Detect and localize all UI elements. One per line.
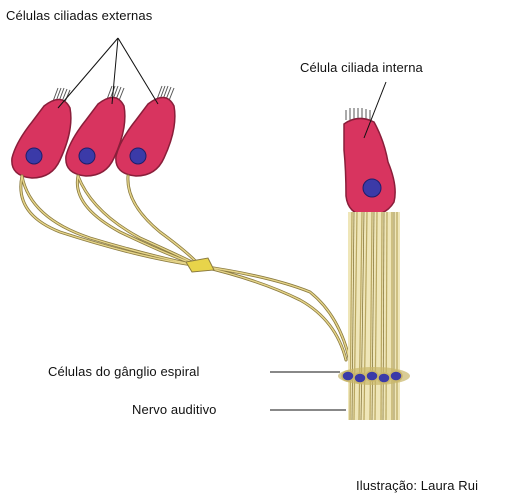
- outer-hair-cells: [12, 86, 175, 178]
- ganglion-cell: [366, 371, 378, 381]
- ganglion-cell: [390, 371, 402, 381]
- spiral-ganglion: [338, 367, 410, 385]
- outer-cell-fibers-fill: [21, 176, 350, 362]
- inner-nucleus: [363, 179, 381, 197]
- outer-hair-cell-3: [116, 86, 175, 176]
- ganglion-cell: [354, 373, 366, 383]
- outer-cell-fibers: [21, 176, 350, 362]
- outer-cell-body-1: [12, 99, 71, 178]
- ganglion-cell: [342, 371, 354, 381]
- inner-cell-label: Célula ciliada interna: [300, 60, 423, 75]
- spiral-ganglion-label: Células do gânglio espiral: [48, 364, 199, 379]
- ganglion-cell: [378, 373, 390, 383]
- inner-cell-body: [344, 118, 395, 216]
- credit-label: Ilustração: Laura Rui: [356, 478, 478, 493]
- outer-cells-label: Células ciliadas externas: [6, 8, 152, 23]
- nucleus-2: [79, 148, 95, 164]
- nerve-bundle: [348, 212, 400, 420]
- nucleus-1: [26, 148, 42, 164]
- outer-hair-cell-1: [12, 88, 71, 178]
- auditory-nerve-label: Nervo auditivo: [132, 402, 217, 417]
- nucleus-3: [130, 148, 146, 164]
